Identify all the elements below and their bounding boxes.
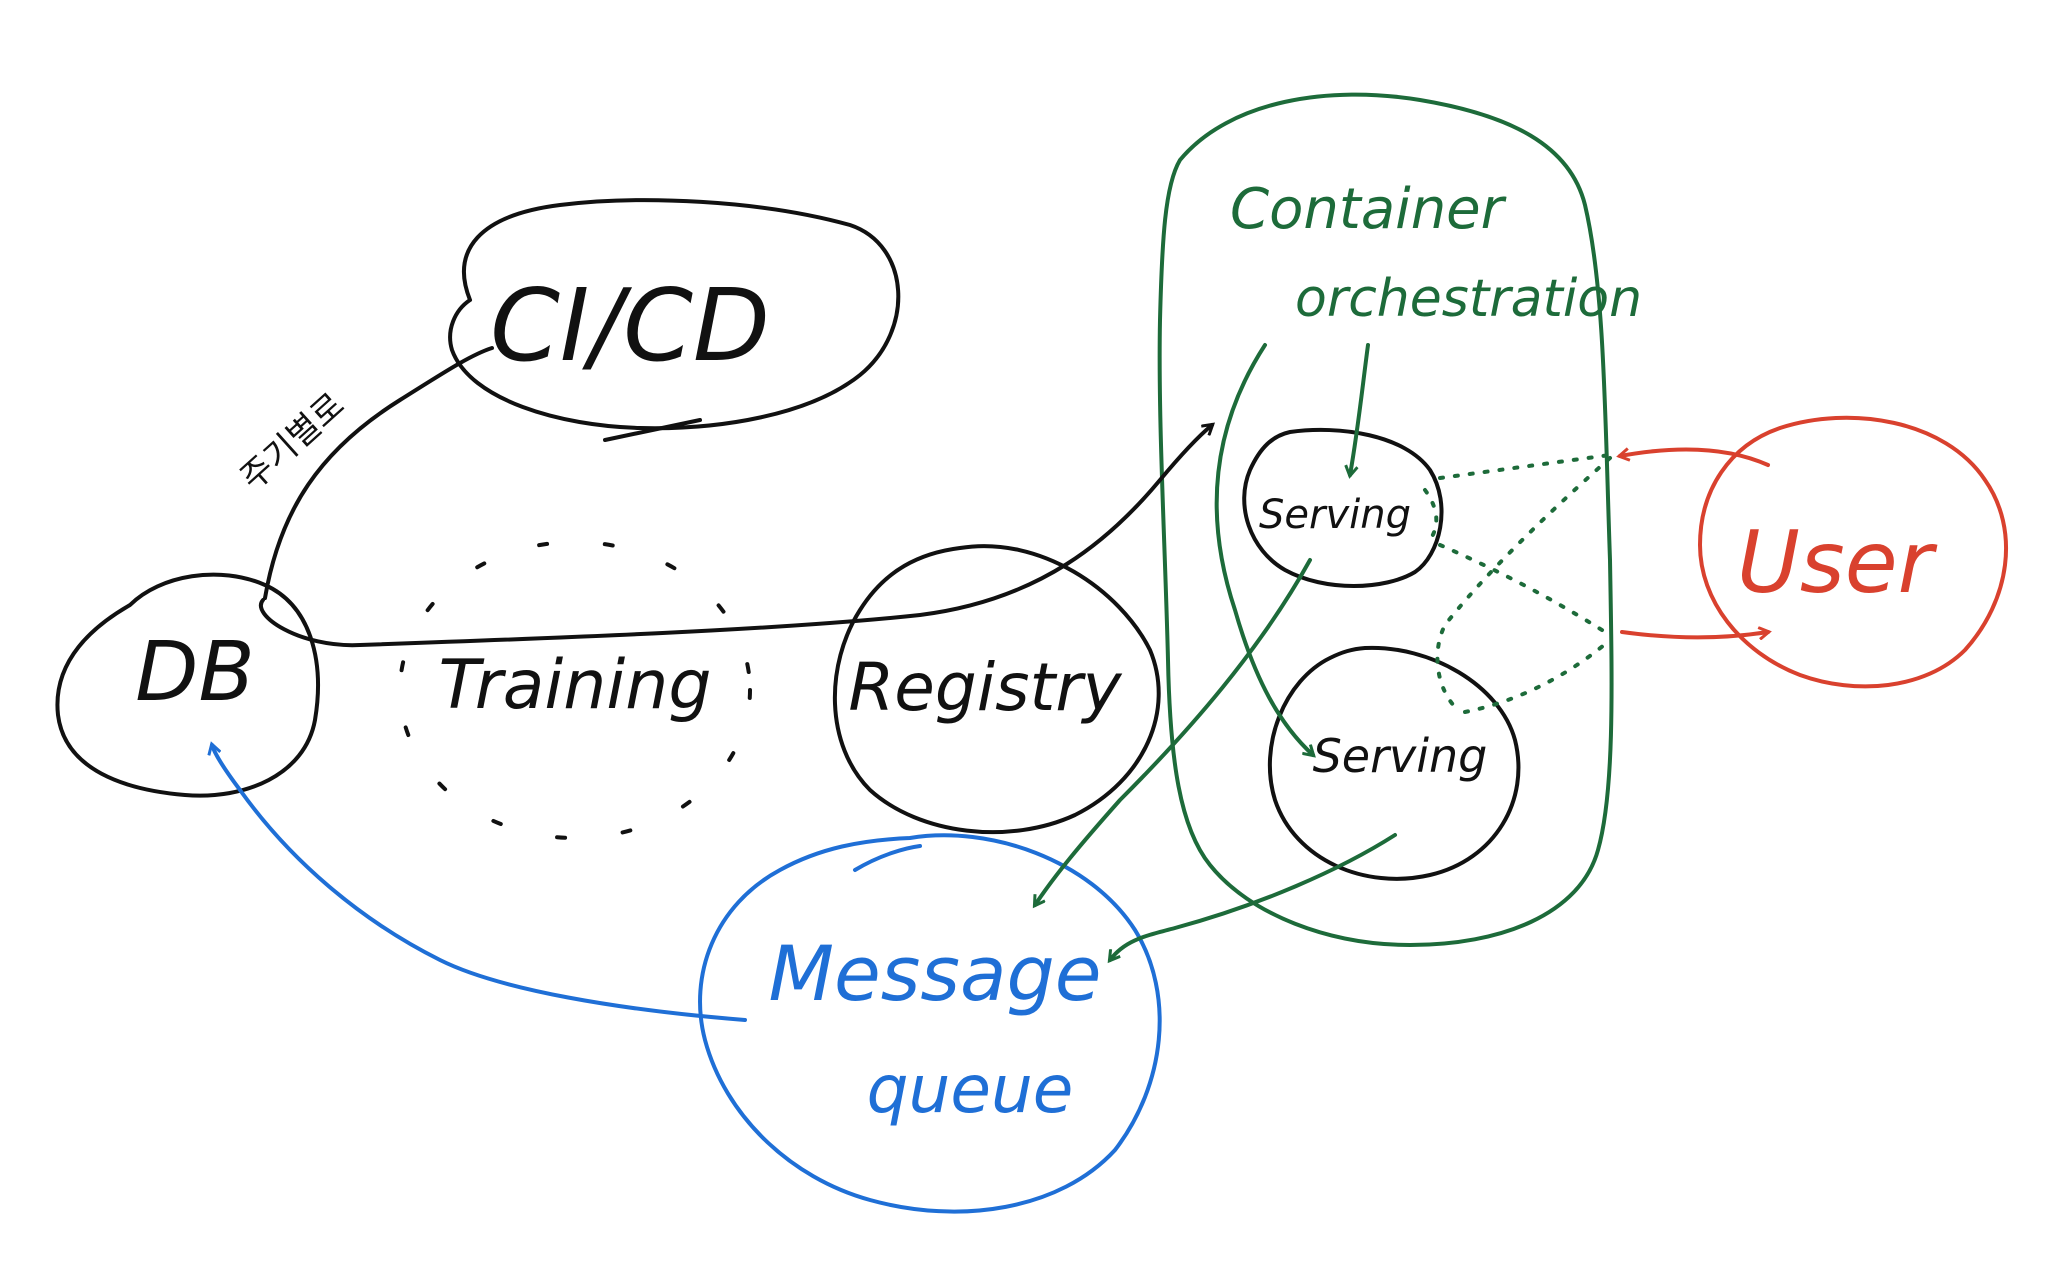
message-queue-outline: [698, 833, 1162, 1214]
edge-user-to-container: [1620, 450, 1770, 467]
registry-label: Registry: [848, 649, 1122, 726]
edge-db-to-cicd: [263, 346, 494, 600]
ci-cd-underline-stroke: [603, 418, 702, 442]
node-serving-bottom: Serving: [1267, 645, 1521, 881]
db-outline: [55, 572, 320, 798]
node-registry: Registry: [832, 544, 1161, 835]
user-label: User: [1737, 513, 1938, 613]
user-outline: [1698, 415, 2009, 689]
message-queue-label-line2: queue: [867, 1051, 1074, 1128]
db-label: DB: [135, 625, 254, 720]
serving-bottom-outline: [1267, 645, 1521, 881]
edge-container-to-serving-bottom: [1214, 343, 1313, 755]
edge-serving-bottom-to-message-queue: [1110, 833, 1397, 960]
serving-top-label: Serving: [1259, 492, 1411, 538]
node-ci-cd: CI/CD: [448, 198, 901, 442]
serving-top-outline: [1242, 427, 1444, 588]
edge-message-queue-to-db: [212, 745, 747, 1022]
node-user: User: [1698, 415, 2009, 689]
serving-bottom-label: Serving: [1313, 729, 1488, 783]
edge-container-to-serving-top: [1350, 343, 1370, 475]
edge-db-to-container: [259, 425, 1212, 648]
message-queue-top-stroke: [853, 844, 922, 872]
ci-cd-outline: [448, 198, 901, 431]
node-db: DB: [55, 572, 320, 798]
container-label-line2: orchestration: [1295, 269, 1642, 329]
container-label-line1: Container: [1230, 177, 1507, 242]
node-serving-top: Serving: [1242, 427, 1444, 588]
training-outline: [398, 540, 752, 840]
dotted-load-balance-lines: [1423, 453, 1612, 714]
training-label: Training: [438, 646, 711, 725]
container-outline: [1157, 92, 1614, 947]
message-queue-label-line1: Message: [768, 929, 1101, 1018]
node-message-queue: Message queue: [698, 833, 1162, 1214]
node-training: Training: [398, 540, 752, 840]
edge-serving-top-to-message-queue: [1035, 558, 1312, 905]
container-orchestration-group: Container orchestration Serving Serving: [1157, 92, 1642, 947]
registry-outline: [832, 544, 1161, 835]
edge-db-to-cicd-label: 주기별로: [233, 385, 353, 498]
edge-container-to-user: [1620, 632, 1768, 637]
ci-cd-label: CI/CD: [490, 267, 770, 384]
